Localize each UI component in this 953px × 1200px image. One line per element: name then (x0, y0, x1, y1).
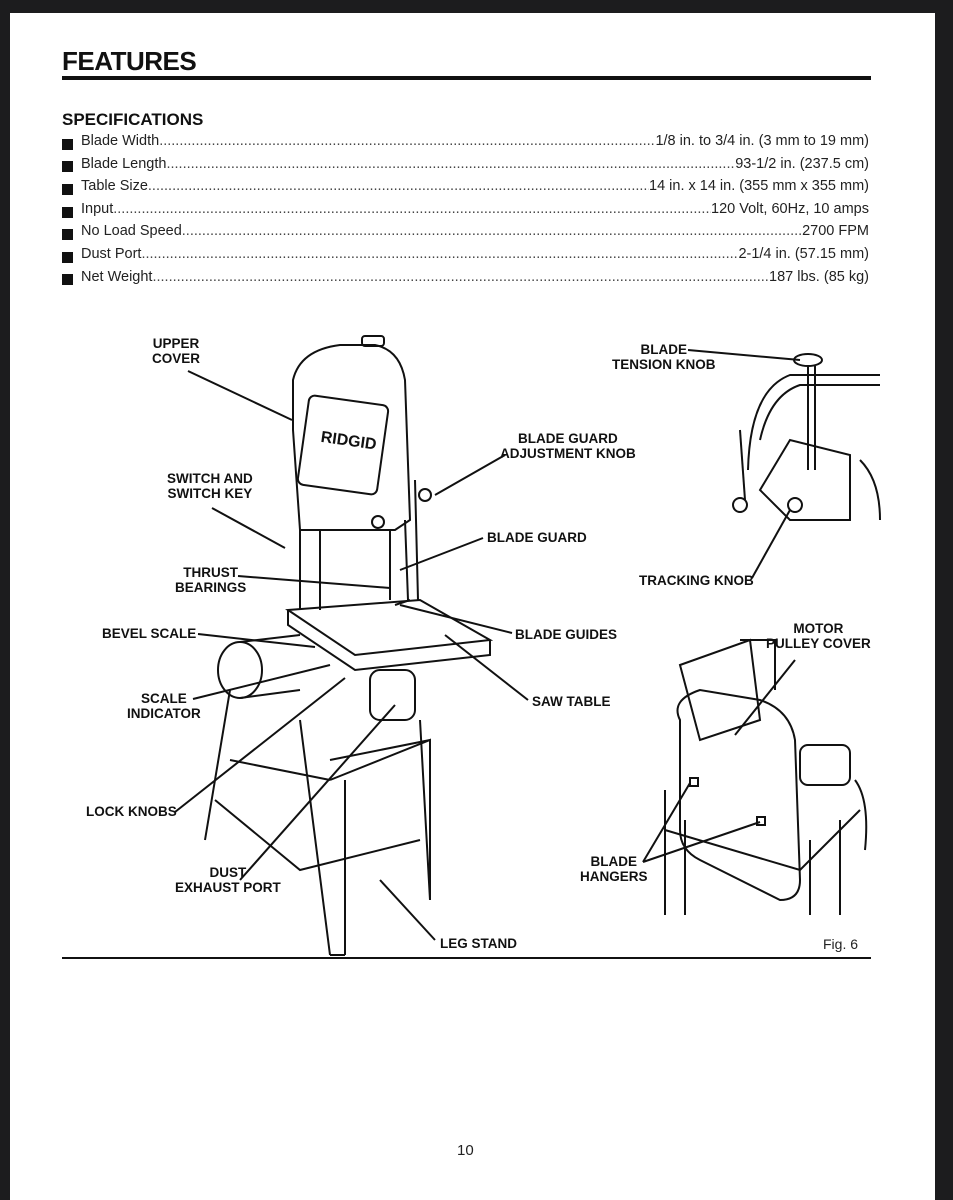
band-saw-drawing (204, 335, 494, 956)
spec-label: Table Size (81, 178, 148, 195)
bullet-icon (62, 161, 73, 173)
spec-label: No Load Speed (81, 223, 182, 240)
bullet-icon (62, 251, 73, 263)
bullet-icon (62, 183, 73, 195)
band-saw-illustration: RIDGID (174, 335, 881, 956)
spec-row: Table Size 14 in. x 14 in. (355 mm x 355 … (62, 178, 869, 201)
spec-value: 187 lbs. (85 kg) (769, 268, 869, 285)
figure-caption: Fig. 6 (823, 936, 859, 952)
brand-logo: RIDGID (320, 429, 378, 454)
page-title: FEATURES (62, 46, 197, 76)
spec-value: 93-1/2 in. (237.5 cm) (735, 155, 869, 172)
label-thrust-bearings: THRUST BEARINGS (175, 565, 247, 595)
specifications-heading: SPECIFICATIONS (62, 110, 204, 129)
spec-row: Dust Port 2-1/4 in. (57.15 mm) (62, 246, 869, 269)
label-blade-tension-knob: BLADE TENSION KNOB (612, 342, 716, 372)
spec-row: Input 120 Volt, 60Hz, 10 amps (62, 201, 869, 224)
label-saw-table: SAW TABLE (532, 694, 611, 709)
spec-value: 14 in. x 14 in. (355 mm x 355 mm) (649, 178, 869, 195)
bullet-icon (62, 229, 73, 241)
bullet-icon (62, 206, 73, 218)
label-blade-guides: BLADE GUIDES (515, 627, 618, 642)
label-leg-stand: LEG STAND (440, 936, 517, 951)
bullet-icon (62, 274, 73, 286)
tension-inset-drawing (732, 353, 881, 521)
title-rule (62, 76, 871, 80)
spec-label: Dust Port (81, 245, 142, 262)
bullet-icon (62, 138, 73, 150)
label-motor-pulley-cover: MOTOR PULLEY COVER (766, 621, 871, 651)
label-bevel-scale: BEVEL SCALE (102, 626, 197, 641)
label-tracking-knob: TRACKING KNOB (639, 573, 754, 588)
label-blade-hangers: BLADE HANGERS (580, 854, 648, 884)
label-lock-knobs: LOCK KNOBS (86, 804, 177, 819)
leader-lines (174, 349, 801, 941)
spec-label: Blade Length (81, 155, 167, 172)
spec-value: 2-1/4 in. (57.15 mm) (738, 245, 869, 262)
label-blade-guard-adjustment-knob: BLADE GUARD ADJUSTMENT KNOB (500, 431, 636, 461)
label-scale-indicator: SCALE INDICATOR (127, 691, 201, 721)
spec-row: No Load Speed 2700 FPM (62, 223, 869, 246)
label-blade-guard: BLADE GUARD (487, 530, 587, 545)
spec-row: Net Weight 187 lbs. (85 kg) (62, 269, 869, 292)
spec-value: 120 Volt, 60Hz, 10 amps (711, 200, 869, 217)
pulley-inset-drawing (664, 638, 868, 915)
label-upper-cover: UPPER COVER (152, 336, 201, 366)
figure-bottom-rule (62, 957, 871, 959)
label-dust-exhaust-port: DUST EXHAUST PORT (175, 865, 281, 895)
spec-value: 2700 FPM (802, 223, 869, 240)
spec-label: Blade Width (81, 133, 160, 149)
specifications-list: Blade Width 1/8 in. to 3/4 in. (3 mm to 1… (62, 133, 869, 291)
spec-value: 1/8 in. to 3/4 in. (3 mm to 19 mm) (655, 133, 869, 149)
spec-row: Blade Width 1/8 in. to 3/4 in. (3 mm to 1… (62, 133, 869, 156)
spec-row: Blade Length 93-1/2 in. (237.5 cm) (62, 156, 869, 179)
page-number: 10 (457, 1142, 474, 1159)
label-switch-and-key: SWITCH AND SWITCH KEY (167, 471, 253, 501)
spec-label: Input (81, 200, 114, 217)
spec-label: Net Weight (81, 268, 153, 285)
